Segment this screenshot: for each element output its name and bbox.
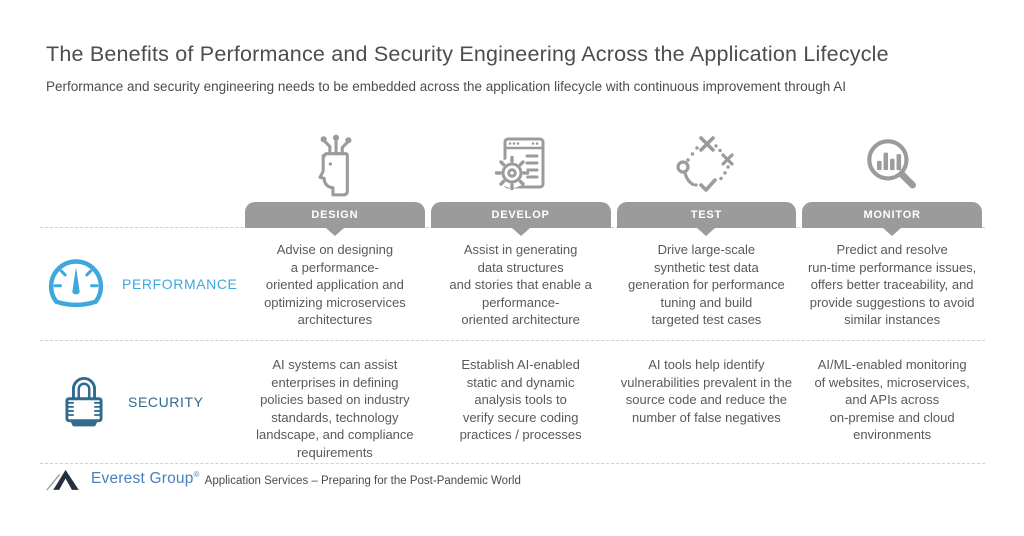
cell-performance-monitor: Predict and resolve run-time performance… <box>807 242 977 327</box>
lifecycle-table: DESIGN DEVELOP TEST MONITOR <box>40 118 985 464</box>
phase-banner-develop: DEVELOP <box>430 202 611 228</box>
lock-icon <box>58 370 110 434</box>
registered-mark: ® <box>193 469 200 479</box>
phase-icons-row <box>40 118 985 202</box>
phase-label: TEST <box>690 209 723 221</box>
phase-banner-design: DESIGN <box>245 202 425 228</box>
phase-banner-monitor: MONITOR <box>802 202 982 228</box>
footer: Everest Group® Application Services – Pr… <box>46 466 521 492</box>
phase-banner-test: TEST <box>616 202 797 228</box>
magnifier-chart-icon <box>799 133 985 202</box>
ai-head-icon <box>242 129 428 202</box>
cell-security-develop: Establish AI-enabled static and dynamic … <box>459 357 582 442</box>
footer-caption: Application Services – Preparing for the… <box>204 474 521 487</box>
phase-label: MONITOR <box>863 209 921 221</box>
phase-label: DESIGN <box>311 209 359 221</box>
phase-label: DEVELOP <box>491 209 550 221</box>
brand-name: Everest Group® <box>91 469 200 488</box>
cell-performance-design: Advise on designing a performance- orien… <box>264 242 406 327</box>
cell-security-test: AI tools help identify vulnerabilities p… <box>620 357 793 425</box>
phase-banners-row: DESIGN DEVELOP TEST MONITOR <box>40 202 985 228</box>
cell-performance-test: Drive large-scale synthetic test data ge… <box>627 242 785 327</box>
security-row: SECURITY AI systems can assist enterpris… <box>40 341 985 464</box>
everest-group-logo-icon <box>46 466 86 492</box>
performance-row-label: PERFORMANCE <box>122 276 238 292</box>
test-path-icon <box>614 133 800 202</box>
security-row-label: SECURITY <box>128 394 204 410</box>
page-title: The Benefits of Performance and Security… <box>46 42 889 66</box>
gauge-icon <box>44 255 108 313</box>
gear-window-icon <box>428 133 614 202</box>
cell-performance-develop: Assist in generating data structures and… <box>449 242 592 327</box>
cell-security-monitor: AI/ML-enabled monitoring of websites, mi… <box>814 357 970 442</box>
performance-row: PERFORMANCE Advise on designing a perfor… <box>40 228 985 341</box>
page-subtitle: Performance and security engineering nee… <box>46 79 846 94</box>
cell-security-design: AI systems can assist enterprises in def… <box>256 357 414 460</box>
